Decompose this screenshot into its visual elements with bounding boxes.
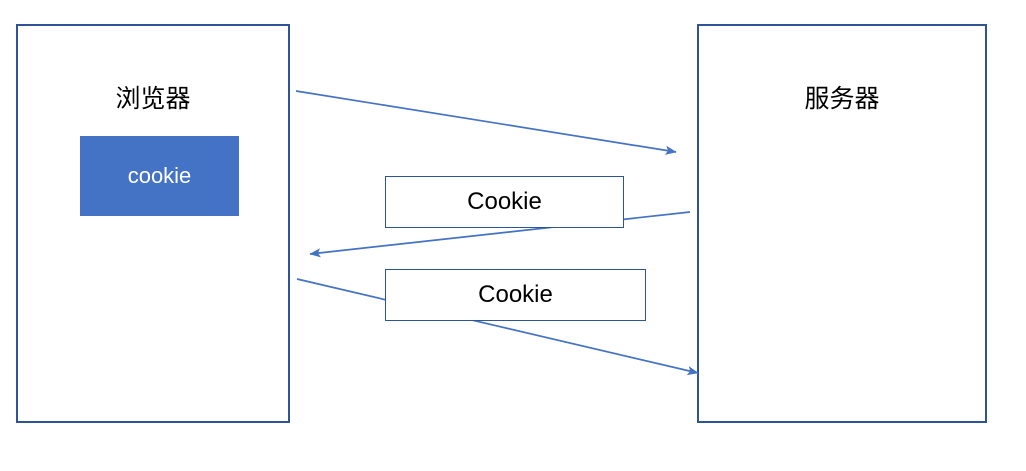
cookie-message-label-1: Cookie <box>467 188 542 215</box>
cookie-message-label-2: Cookie <box>478 281 553 308</box>
browser-box: 浏览器 <box>16 24 290 423</box>
server-title: 服务器 <box>804 85 880 113</box>
arrow-request-browser-to-server <box>295 90 677 155</box>
cookie-message-box-2: Cookie <box>385 269 646 321</box>
arrow-response-server-to-browser <box>309 211 691 258</box>
cookie-store-label: cookie <box>127 163 192 188</box>
cookie-store-box: cookie <box>80 136 239 216</box>
arrow-request-with-cookie-browser-to-server <box>296 278 699 376</box>
browser-title: 浏览器 <box>115 85 191 113</box>
server-box: 服务器 <box>697 24 987 423</box>
cookie-message-box-1: Cookie <box>385 176 624 228</box>
